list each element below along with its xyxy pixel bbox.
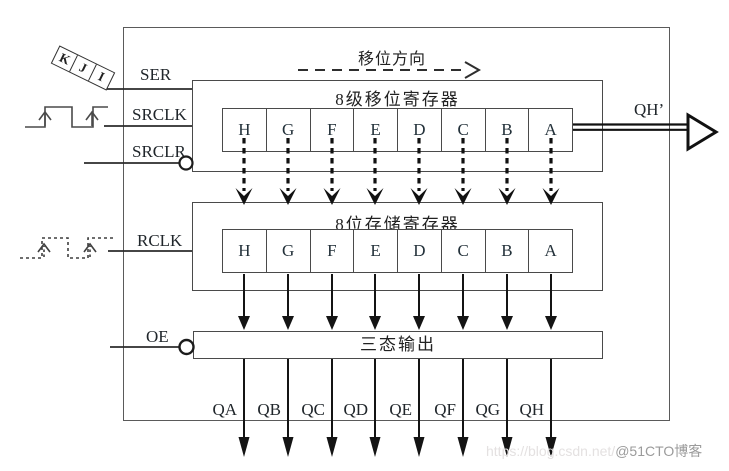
shift-direction-label: 移位方向: [357, 51, 426, 68]
watermark: https://blog.csdn.net/@51CTO博客: [486, 441, 702, 461]
buffer-triangle-icon: [686, 112, 719, 152]
output-label-qh: QH: [519, 400, 544, 419]
shift-cell: C: [442, 109, 486, 151]
srclr-pin-label: SRCLR: [132, 142, 186, 161]
shift-register-cells: H G F E D C B A: [222, 108, 573, 152]
output-label-qa: QA: [212, 400, 237, 419]
shift-cell: B: [486, 109, 530, 151]
srclk-pin-label: SRCLK: [132, 105, 187, 124]
storage-cell: F: [311, 230, 355, 272]
ser-pin-label: SER: [140, 65, 172, 84]
clock-waveform-icon: [25, 106, 108, 128]
tristate-output-box: 三态输出: [193, 331, 603, 359]
output-label-qg: QG: [475, 400, 500, 419]
watermark-handle: @51CTO博客: [615, 443, 703, 459]
output-label-qb: QB: [257, 400, 281, 419]
dashed-clock-waveform-icon: [20, 237, 113, 259]
storage-cell: E: [354, 230, 398, 272]
storage-cell: D: [398, 230, 442, 272]
shift-cell: F: [311, 109, 355, 151]
storage-cell: C: [442, 230, 486, 272]
output-label-qf: QF: [434, 400, 456, 419]
serial-out-label: QH’: [634, 100, 665, 119]
storage-cell: A: [544, 241, 557, 260]
watermark-url: https://blog.csdn.net/: [486, 443, 616, 459]
serial-data-bits-box: K J I: [50, 45, 116, 91]
shift-cell: E: [354, 109, 398, 151]
tristate-output-title: 三态输出: [360, 335, 436, 354]
shift-register-box: 8级移位寄存器: [192, 80, 603, 172]
storage-register-cells: H G F E D C B A: [222, 229, 573, 273]
output-label-qc: QC: [301, 400, 325, 419]
shift-register-title: 8级移位寄存器: [335, 90, 460, 109]
storage-cell: G: [267, 230, 311, 272]
chip-outline-box: [123, 27, 670, 421]
shift-cell: A: [544, 120, 557, 139]
output-label-qe: QE: [389, 400, 412, 419]
oe-pin-label: OE: [146, 327, 169, 346]
shift-cell: H: [223, 109, 267, 151]
output-label-qd: QD: [343, 400, 368, 419]
storage-cell: H: [223, 230, 267, 272]
storage-cell: B: [486, 230, 530, 272]
shift-cell: D: [398, 109, 442, 151]
shift-cell: G: [267, 109, 311, 151]
rclk-pin-label: RCLK: [137, 231, 183, 250]
